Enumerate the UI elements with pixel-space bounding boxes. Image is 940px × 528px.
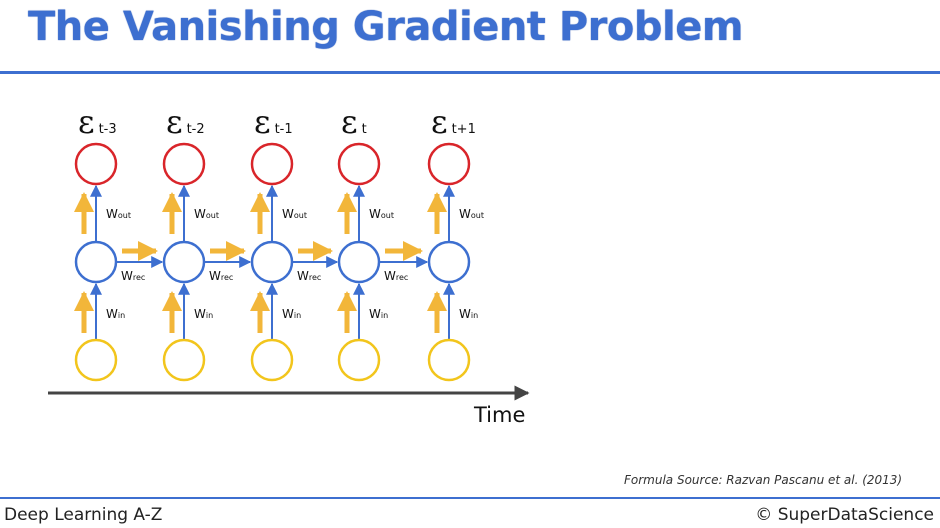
input-node [162,338,206,382]
output-node [162,142,206,186]
hidden-node [427,240,471,284]
w-rec-label: Wrec [121,269,145,283]
copyright: © SuperDataScience [755,505,934,525]
input-node [427,338,471,382]
w-out-label: Wout [106,207,131,221]
hidden-node [250,240,294,284]
time-label: Time [473,403,525,427]
output-node [427,142,471,186]
w-in-label: Win [194,307,213,321]
slide-title: The Vanishing Gradient Problem [28,4,744,50]
output-node [250,142,294,186]
course-name: Deep Learning A-Z [4,505,163,525]
input-node [250,338,294,382]
w-rec-label: Wrec [384,269,408,283]
w-out-label: Wout [459,207,484,221]
hidden-node [337,240,381,284]
w-in-label: Win [459,307,478,321]
w-in-label: Win [106,307,125,321]
w-out-label: Wout [282,207,307,221]
input-node [337,338,381,382]
w-out-label: Wout [369,207,394,221]
input-node [74,338,118,382]
output-node [74,142,118,186]
footer-divider [0,497,940,499]
w-rec-label: Wrec [297,269,321,283]
w-out-label: Wout [194,207,219,221]
w-rec-label: Wrec [209,269,233,283]
title-divider [0,71,940,74]
formula-source: Formula Source: Razvan Pascanu et al. (2… [624,473,903,487]
w-in-label: Win [369,307,388,321]
w-in-label: Win [282,307,301,321]
hidden-node [74,240,118,284]
output-node [337,142,381,186]
hidden-node [162,240,206,284]
